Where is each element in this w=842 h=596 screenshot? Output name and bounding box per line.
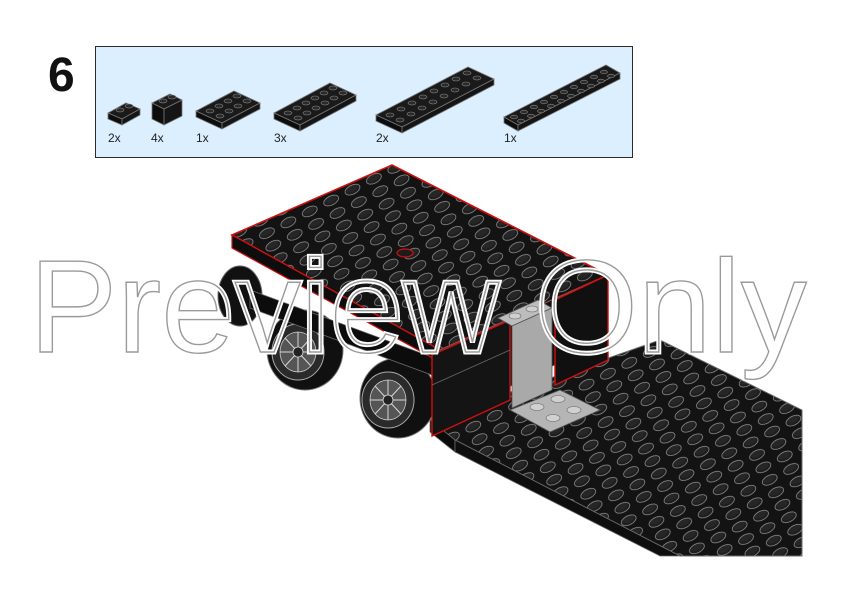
part-plate-2x4-icon xyxy=(195,90,261,130)
part-quantity: 2x xyxy=(376,131,389,145)
part-quantity: 2x xyxy=(108,131,121,145)
part-plate-1x2-icon xyxy=(107,102,141,126)
part-plate-2x8-icon xyxy=(375,66,495,134)
part-quantity: 3x xyxy=(274,131,287,145)
step-number: 6 xyxy=(48,49,75,102)
parts-illustrations xyxy=(107,64,621,134)
part-plate-2x6-icon xyxy=(273,82,357,132)
parts-list-box: 2x 4x 1x 3x 2x 1x xyxy=(95,46,633,158)
part-brick-1x2-icon xyxy=(151,93,183,126)
grey-parts xyxy=(497,299,601,433)
part-quantity: 1x xyxy=(196,131,209,145)
wheel-right xyxy=(359,357,437,439)
part-quantity: 1x xyxy=(504,131,517,145)
part-plate-2x10-icon xyxy=(503,64,621,132)
part-quantity: 4x xyxy=(151,131,164,145)
